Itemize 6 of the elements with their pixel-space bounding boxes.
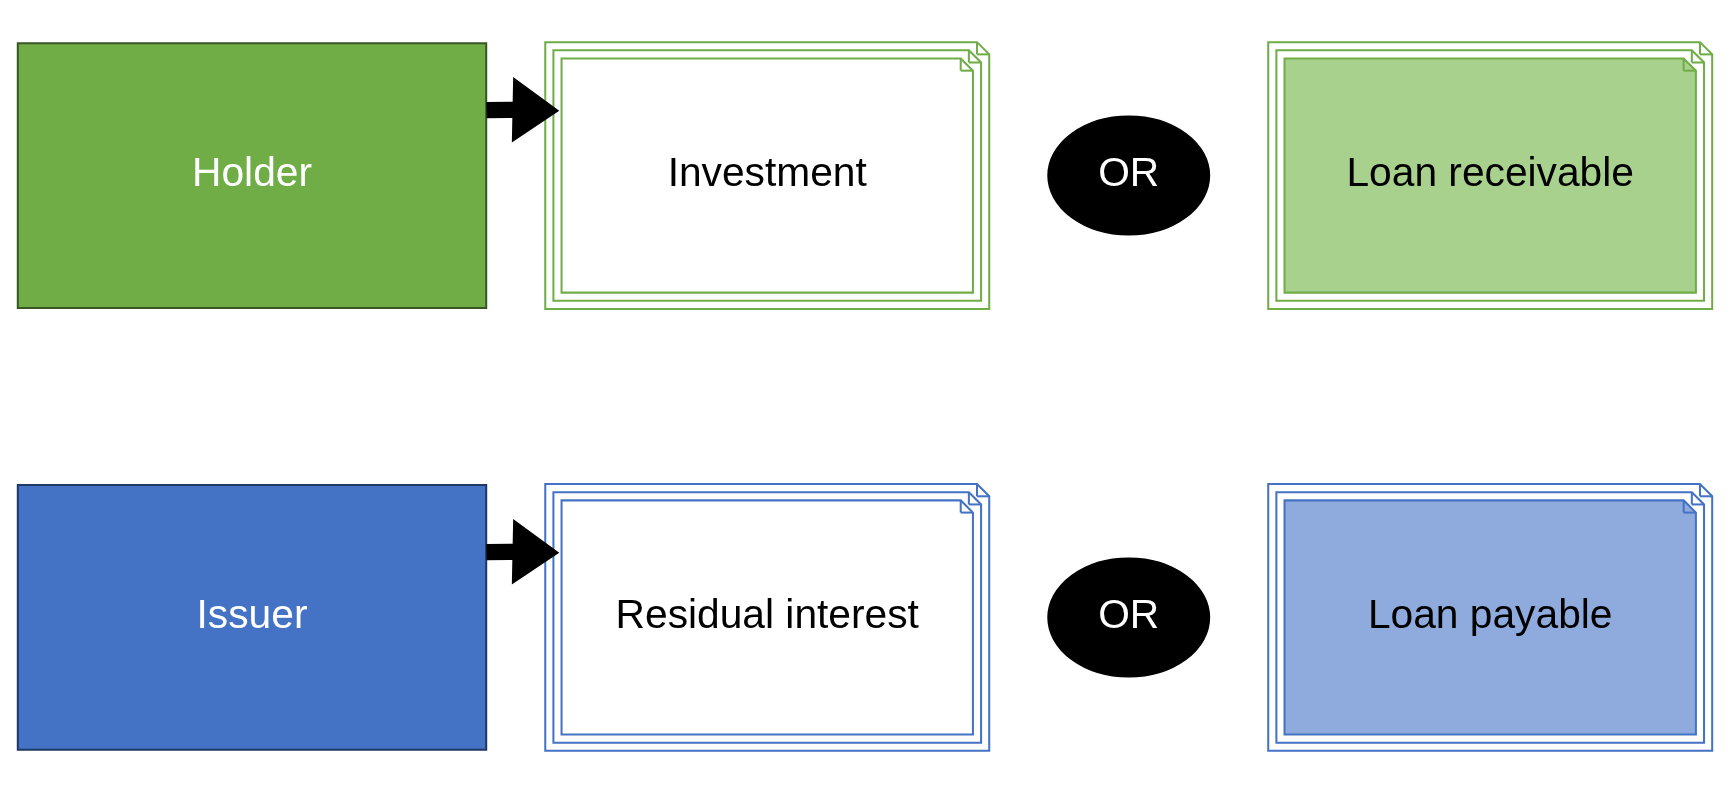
arrow <box>485 518 559 584</box>
node-ellipse: OR <box>1046 556 1210 678</box>
node-ellipse: OR <box>1046 114 1210 236</box>
arrow <box>485 76 559 142</box>
node-box: Holder <box>16 41 487 309</box>
node-box: Issuer <box>16 483 487 751</box>
